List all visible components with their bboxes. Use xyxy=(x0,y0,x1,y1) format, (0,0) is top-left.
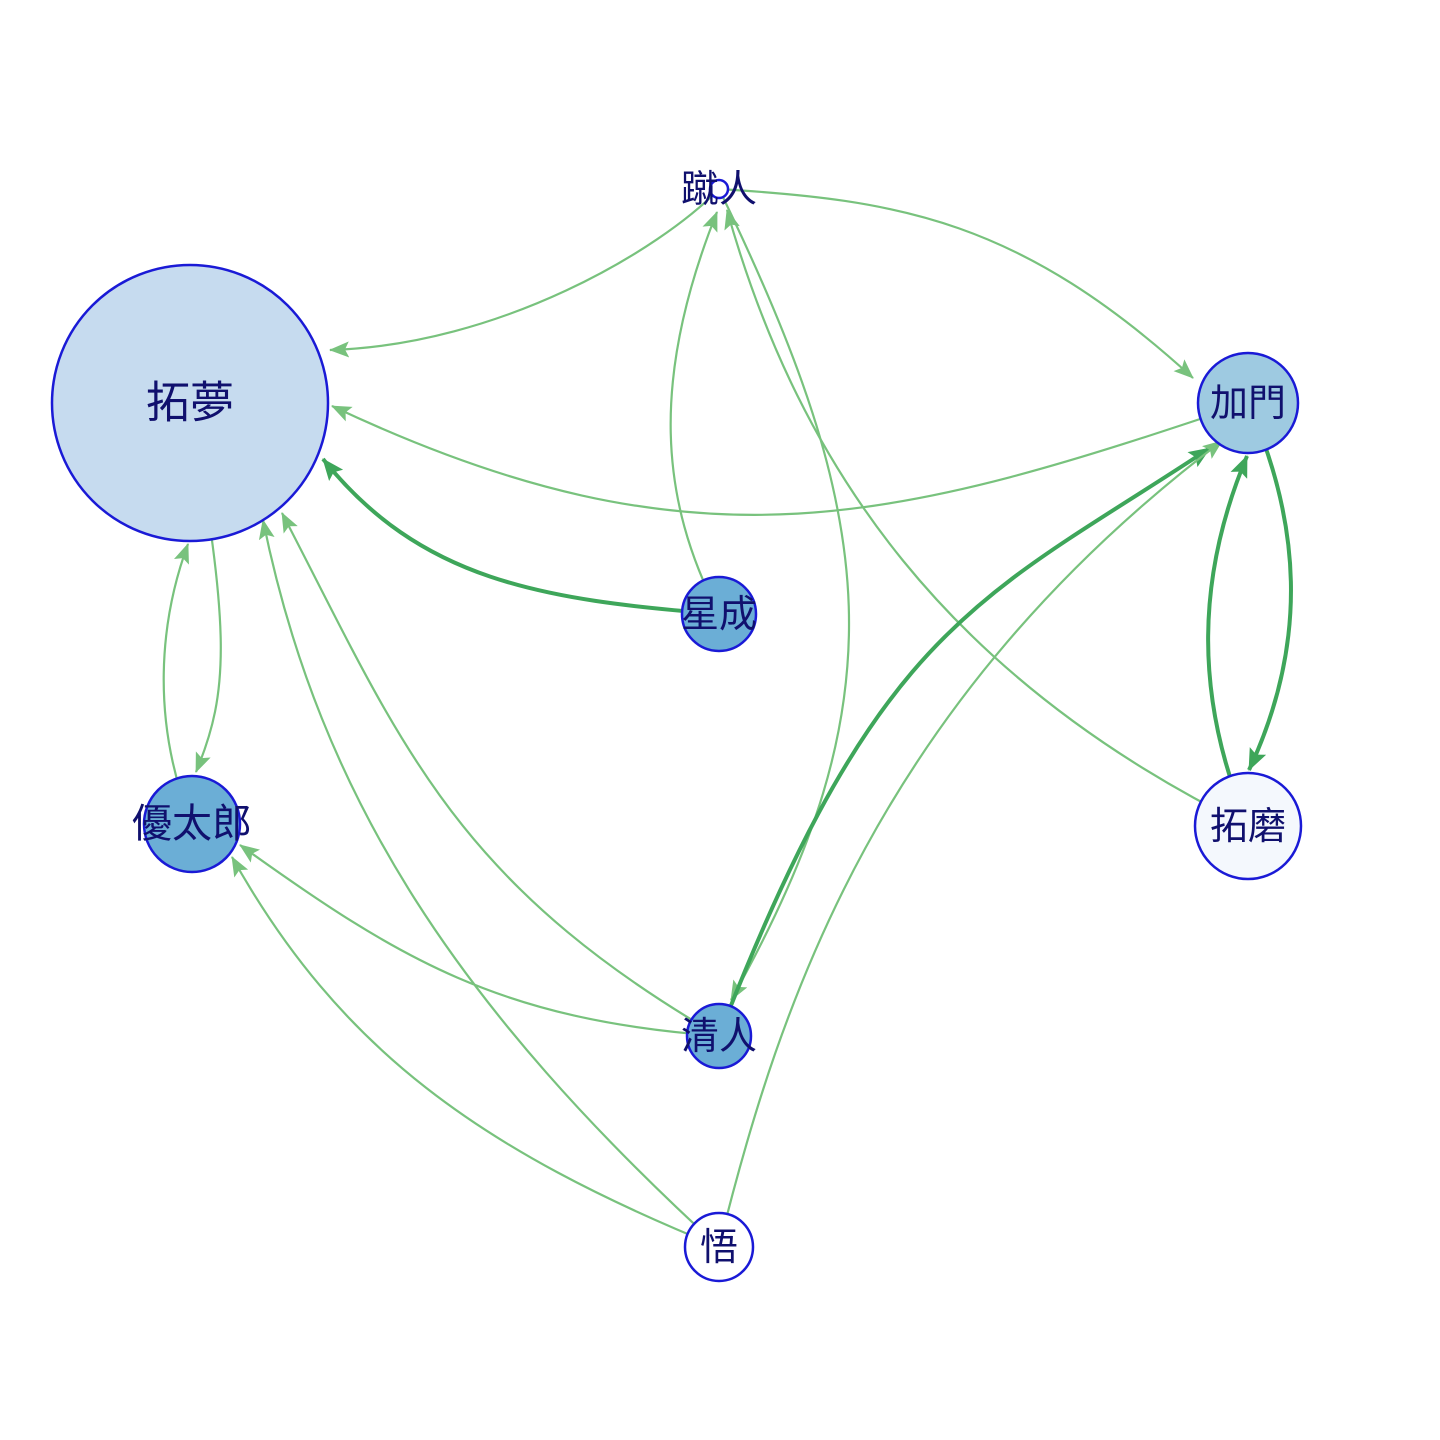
node-label: 優太郎 xyxy=(132,801,252,847)
node-circle xyxy=(683,1211,755,1283)
node-label: 拓夢 xyxy=(146,378,234,429)
node-circle xyxy=(708,178,730,200)
node-label: 星成 xyxy=(681,592,757,636)
edges-layer xyxy=(162,187,1293,1249)
node-circle xyxy=(1193,771,1303,881)
edge-蹴人-to-清人 xyxy=(718,188,851,1001)
edge-加門-to-拓夢 xyxy=(331,401,1249,516)
node-n3[interactable]: 加門 xyxy=(1196,351,1300,455)
node-circle xyxy=(680,575,758,653)
edge-星成-to-拓夢 xyxy=(321,457,720,616)
node-circle xyxy=(50,263,330,543)
edge-拓磨-to-加門 xyxy=(1206,455,1250,827)
node-n6[interactable]: 拓磨 xyxy=(1193,771,1303,881)
node-label: 悟 xyxy=(700,1225,738,1269)
node-n5[interactable]: 優太郎 xyxy=(132,774,252,874)
edge-拓磨-to-蹴人 xyxy=(724,209,1249,827)
edge-悟-to-拓夢 xyxy=(258,519,720,1248)
edge-清人-to-加門 xyxy=(717,446,1212,1037)
node-label: 蹴人 xyxy=(681,167,757,211)
node-circle xyxy=(1196,351,1300,455)
node-n1[interactable]: 拓夢 xyxy=(50,263,330,543)
edge-清人-to-拓夢 xyxy=(281,512,720,1037)
edge-蹴人-to-加門 xyxy=(718,187,1194,379)
node-circle xyxy=(142,774,242,874)
node-label: 清人 xyxy=(681,1014,757,1058)
node-n4[interactable]: 星成 xyxy=(680,575,758,653)
edge-悟-to-加門 xyxy=(717,440,1223,1248)
edge-悟-to-優太郎 xyxy=(231,856,720,1249)
node-circle xyxy=(685,1002,753,1070)
edge-星成-to-蹴人 xyxy=(669,211,720,615)
node-n2[interactable]: 蹴人 xyxy=(681,167,757,211)
node-n8[interactable]: 悟 xyxy=(683,1211,755,1283)
edge-清人-to-優太郎 xyxy=(239,844,720,1038)
node-n7[interactable]: 清人 xyxy=(681,1002,757,1070)
edge-蹴人-to-拓夢 xyxy=(329,188,720,358)
node-label: 加門 xyxy=(1210,381,1286,425)
edge-加門-to-拓磨 xyxy=(1246,402,1293,771)
node-label: 拓磨 xyxy=(1210,804,1286,848)
